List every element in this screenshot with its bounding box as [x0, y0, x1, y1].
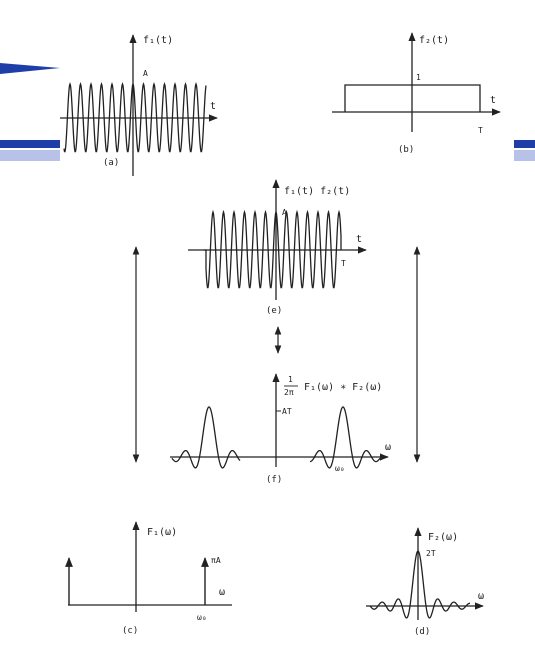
windowed-cosine [204, 209, 342, 289]
panel-c: F₁(ω) πA ω ω₀ (c) [65, 521, 232, 636]
axis-label: ω [219, 587, 225, 598]
panel-a: f₁(t) A t (a) [60, 34, 218, 176]
level-label: 1 [416, 73, 421, 82]
func-label: f₁(t) [143, 35, 173, 46]
slide-decoration [0, 63, 535, 161]
end-label: T [341, 259, 346, 268]
panel-f: 1 2π F₁(ω) ∗ F₂(ω) AT ω ω₀ (f) [170, 373, 391, 485]
caption: (a) [103, 158, 119, 168]
caption: (f) [266, 475, 282, 485]
axis-label: ω [478, 591, 484, 602]
end-label: T [478, 126, 483, 135]
light-bar-right [514, 150, 535, 161]
connector-arrows [132, 246, 421, 463]
amplitude-label: A [143, 69, 148, 78]
panel-d: F₂(ω) 2T ω (d) [366, 527, 484, 637]
func-label: f₁(t) f₂(t) [284, 186, 350, 197]
blue-swoosh [0, 63, 60, 74]
fraction-numerator: 1 [288, 375, 293, 384]
func-label: F₂(ω) [428, 532, 458, 543]
sinc-spectrum [369, 550, 470, 619]
light-bar-left [0, 150, 60, 161]
func-label: F₁(ω) [147, 527, 177, 538]
axis-label: t [356, 234, 362, 245]
blue-bar-right [514, 140, 535, 148]
peak-label: 2T [426, 549, 436, 558]
blue-bar-left [0, 140, 60, 148]
axis-label: ω [385, 442, 391, 453]
shifted-sinc-pair [171, 406, 381, 469]
amplitude-label: A [282, 208, 287, 217]
cosine-wave [63, 81, 207, 153]
func-label: F₁(ω) ∗ F₂(ω) [304, 382, 382, 393]
impulse-label: πA [211, 556, 221, 565]
freq-label: ω₀ [335, 464, 345, 473]
rect-pulse [344, 84, 481, 112]
caption: (b) [398, 145, 414, 155]
caption: (e) [266, 306, 282, 316]
func-label: f₂(t) [419, 35, 449, 46]
peak-label: AT [282, 407, 292, 416]
axis-label: t [210, 101, 216, 112]
caption: (d) [414, 627, 430, 637]
freq-label: ω₀ [197, 613, 207, 622]
caption: (c) [122, 626, 138, 636]
panel-b: f₂(t) 1 t T (b) [332, 32, 501, 155]
fraction-denominator: 2π [284, 388, 294, 397]
panel-e: f₁(t) f₂(t) A t T (e) [188, 179, 367, 316]
axis-label: t [490, 95, 496, 106]
